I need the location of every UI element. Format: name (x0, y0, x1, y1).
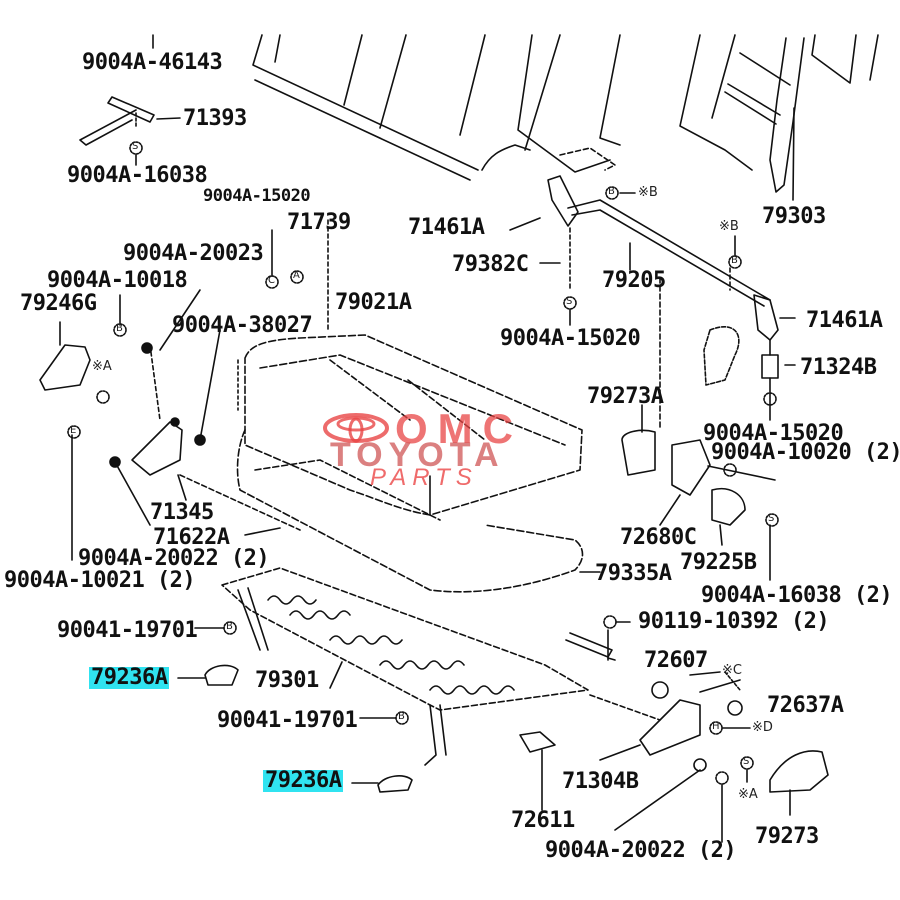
part-79205-rod (548, 176, 778, 430)
fastener-e-icon: E (70, 425, 77, 436)
fastener-s-icon: S (132, 141, 139, 152)
part-79335a-cushion-pad (238, 430, 600, 592)
label-9004a-15020-c[interactable]: 9004A-15020 (703, 421, 844, 446)
label-9004a-20023[interactable]: 9004A-20023 (123, 241, 264, 266)
label-9004a-15020-b[interactable]: 9004A-15020 (500, 326, 641, 351)
part-79021a-cushion-cover (238, 220, 582, 515)
label-72637a[interactable]: 72637A (767, 693, 844, 718)
part-79301-frame (222, 568, 660, 765)
fastener-b-icon: B (608, 186, 615, 197)
label-9004a-10020[interactable]: 9004A-10020 (2) (711, 440, 900, 465)
ref-mark-a-2: ※A (738, 787, 758, 802)
ref-mark-d: ※D (752, 720, 773, 735)
label-9004a-38027[interactable]: 9004A-38027 (172, 313, 313, 338)
label-9004a-20022-left[interactable]: 9004A-20022 (2) (78, 546, 270, 571)
label-71461a-right[interactable]: 71461A (806, 308, 883, 333)
label-79246g[interactable]: 79246G (20, 291, 97, 316)
part-72680c-recliner (622, 405, 775, 580)
leader-lines (136, 155, 795, 782)
label-90041-19701-b[interactable]: 90041-19701 (217, 708, 358, 733)
watermark-parts: PARTS (370, 464, 478, 491)
ref-mark-a: ※A (92, 359, 112, 374)
label-71324b[interactable]: 71324B (800, 355, 877, 380)
ref-mark-c: ※C (722, 663, 742, 678)
fastener-c-icon: C (268, 275, 275, 286)
part-79236a-foot (178, 665, 412, 792)
fastener-h-icon: H (712, 721, 720, 732)
label-9004a-46143[interactable]: 9004A-46143 (82, 50, 223, 75)
ref-mark-b: ※B (638, 185, 658, 200)
label-79021a[interactable]: 79021A (335, 290, 412, 315)
label-9004a-15020[interactable]: 9004A-15020 (203, 186, 311, 206)
label-90119-10392[interactable]: 90119-10392 (2) (638, 609, 830, 634)
fastener-b-icon-5: B (398, 711, 405, 722)
label-71304b[interactable]: 71304B (562, 769, 639, 794)
solid-fasteners (110, 343, 205, 467)
part-71393-bracket (80, 35, 180, 145)
watermark-omc: OMC (395, 405, 523, 452)
label-79273a[interactable]: 79273A (587, 384, 664, 409)
fastener-s-icon-4: S (743, 756, 750, 767)
label-79236a-highlighted-2[interactable]: 79236A (263, 768, 344, 793)
label-72607[interactable]: 72607 (644, 648, 708, 673)
label-79301[interactable]: 79301 (255, 668, 319, 693)
watermark-toyota: TOYOTA (330, 436, 505, 474)
label-79335a[interactable]: 79335A (595, 561, 672, 586)
label-71393[interactable]: 71393 (183, 106, 247, 131)
label-9004a-16038-right[interactable]: 9004A-16038 (2) (701, 583, 893, 608)
part-71345-bracket (72, 290, 300, 560)
label-79205[interactable]: 79205 (602, 268, 666, 293)
label-71622a[interactable]: 71622A (153, 525, 230, 550)
ref-mark-b-2: ※B (719, 219, 739, 234)
label-72680c[interactable]: 72680C (620, 525, 697, 550)
part-79246g-cover (40, 295, 120, 390)
label-71345[interactable]: 71345 (150, 500, 214, 525)
part-79273-cover (770, 751, 828, 815)
toyota-logo-icon (322, 412, 390, 444)
label-79303[interactable]: 79303 (762, 204, 826, 229)
fastener-b-icon-3: B (116, 323, 123, 334)
label-79225b[interactable]: 79225B (680, 550, 757, 575)
fastener-s-icon-3: S (566, 296, 573, 307)
fastener-b-icon-2: B (731, 255, 738, 266)
label-90041-19701-a[interactable]: 90041-19701 (57, 618, 198, 643)
label-72611[interactable]: 72611 (511, 808, 575, 833)
fastener-a-icon: A (293, 270, 300, 281)
fastener-s-icon-2: S (768, 513, 775, 524)
label-9004a-16038[interactable]: 9004A-16038 (67, 163, 208, 188)
part-71304b-bracket (520, 672, 742, 842)
label-79382c[interactable]: 79382C (452, 252, 529, 277)
label-9004a-10018[interactable]: 9004A-10018 (47, 268, 188, 293)
label-79236a-highlighted[interactable]: 79236A (89, 665, 170, 690)
label-9004a-10021[interactable]: 9004A-10021 (2) (4, 568, 196, 593)
label-9004a-20022-right[interactable]: 9004A-20022 (2) (545, 838, 737, 863)
label-71739[interactable]: 71739 (287, 210, 351, 235)
fastener-b-icon-4: B (226, 621, 233, 632)
label-79273[interactable]: 79273 (755, 824, 819, 849)
label-71461a-left[interactable]: 71461A (408, 215, 485, 240)
seat-back (253, 35, 878, 200)
